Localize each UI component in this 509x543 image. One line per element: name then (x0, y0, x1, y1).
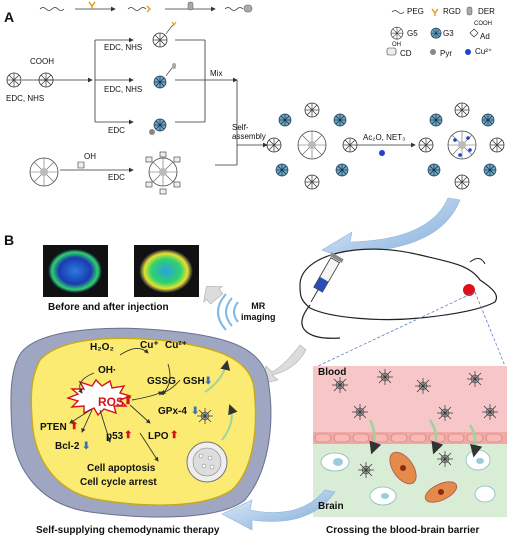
oh-radical-label: OH· (98, 365, 117, 376)
rat-illustration (299, 248, 498, 339)
legend-cd-label: CD (400, 49, 412, 58)
legend-g3-label: G3 (443, 29, 454, 38)
legend-ad-cooh: COOH (474, 21, 492, 27)
pyr-g3-dendrimer (149, 118, 167, 135)
gpx4-label: GPx-4 (158, 406, 187, 417)
cu-loaded-nanocluster (418, 102, 505, 190)
cd-oh-icon (77, 161, 85, 169)
legend-peg-label: PEG (407, 7, 424, 16)
der-reagent-icon (187, 1, 194, 11)
mr-signal-icon (217, 293, 239, 331)
cu-icon (465, 49, 471, 55)
bcl2-down-arrow: ⬇ (82, 441, 91, 452)
branch-lines (60, 37, 416, 173)
cell-apoptosis-label: Cell apoptosis (87, 463, 156, 474)
ros-up-arrow: ⬆ (123, 393, 134, 407)
brain-label: Brain (318, 501, 344, 512)
bbb-to-cell-arrow (221, 489, 336, 531)
rgd-reagent-icon (88, 1, 96, 10)
gsh-down-arrow: ⬇ (204, 376, 213, 387)
ad-icon (469, 28, 479, 38)
legend-g5-label: G5 (407, 29, 418, 38)
mr-imaging-label: MR imaging (241, 301, 276, 322)
gssg-label: GSSG (147, 376, 176, 387)
reagent-edc-nhs-1: EDC, NHS (104, 43, 143, 52)
before-after-caption: Before and after injection (48, 302, 169, 313)
rat-to-cell-arrow (259, 344, 307, 385)
gpx4-down-arrow: ⬇ (191, 406, 200, 417)
blood-label: Blood (318, 367, 347, 378)
peg-icon (391, 10, 405, 14)
g3-icon (430, 27, 442, 39)
pyr-icon (430, 49, 436, 55)
pten-label: PTEN (40, 422, 67, 433)
legend-pyr-label: Pyr (440, 49, 452, 58)
panel-a-label: A (4, 9, 15, 25)
cd-g5-dendrimer (145, 151, 181, 195)
cell-cycle-arrest-label: Cell cycle arrest (80, 477, 157, 488)
mix-label: Mix (210, 69, 223, 78)
reagent-edc-nhs-2: EDC, NHS (104, 85, 143, 94)
pten-up-arrow: ⬆ (70, 421, 79, 432)
ros-burst (65, 378, 133, 417)
legend-rgd-label: RGD (443, 7, 461, 16)
panel-b-label: B (4, 232, 15, 248)
caption-left: Self-supplying chemodynamic therapy (36, 525, 220, 536)
pathway-arrows (69, 348, 181, 462)
cd-icon (386, 47, 397, 56)
mr-to-scan-arrow (203, 286, 224, 305)
legend-der-label: DER (478, 7, 495, 16)
peg-rgd-g3-dendrimer (152, 21, 177, 48)
top-scheme-strip (39, 1, 253, 13)
legend-cd-oh: OH (392, 42, 401, 48)
der-icon (466, 6, 473, 16)
g5-cd-start (29, 157, 85, 187)
cd-oh-label: OH (84, 152, 96, 161)
reagent-edc-4: EDC (108, 173, 125, 182)
ros-label: ROS (98, 395, 125, 409)
legend-cu-label: Cu²⁺ (475, 47, 493, 56)
p53-label: p53 (106, 431, 124, 442)
cu-ion-reagent (379, 150, 385, 156)
legend-cooh-start: COOH (30, 57, 54, 66)
h2o2-label: H₂O₂ (90, 342, 114, 353)
caption-right: Crossing the blood-brain barrier (326, 525, 480, 536)
legend (386, 6, 479, 56)
cu2-label: Cu²⁺ (165, 340, 187, 351)
gsh-label: GSH (183, 376, 205, 387)
lpo-label: LPO (148, 431, 169, 442)
lpo-up-arrow: ⬆ (170, 430, 179, 441)
rgd-icon (431, 8, 439, 16)
p53-up-arrow: ⬆ (124, 430, 133, 441)
peg-der-g3-dendrimer (153, 63, 176, 89)
bbb-crossing-arrows (368, 419, 483, 458)
self-assembly-label: Self- assembly (232, 123, 266, 141)
reagent-edc-3: EDC (108, 126, 125, 135)
tumor-cell (10, 327, 272, 518)
reagent-edc-nhs-left: EDC, NHS (6, 94, 45, 103)
g5-icon (390, 26, 404, 40)
legend-ad-label: Ad (480, 32, 490, 41)
cu-plus-label: Cu⁺ (140, 340, 159, 351)
syringe-icon (310, 252, 344, 302)
g5-start-icon (6, 72, 22, 88)
bcl2-label: Bcl-2 (55, 441, 80, 452)
ac2o-label: Ac₂O, NET₃ (363, 133, 406, 142)
brain-cells (320, 449, 496, 506)
assembled-nanocluster (266, 102, 358, 190)
